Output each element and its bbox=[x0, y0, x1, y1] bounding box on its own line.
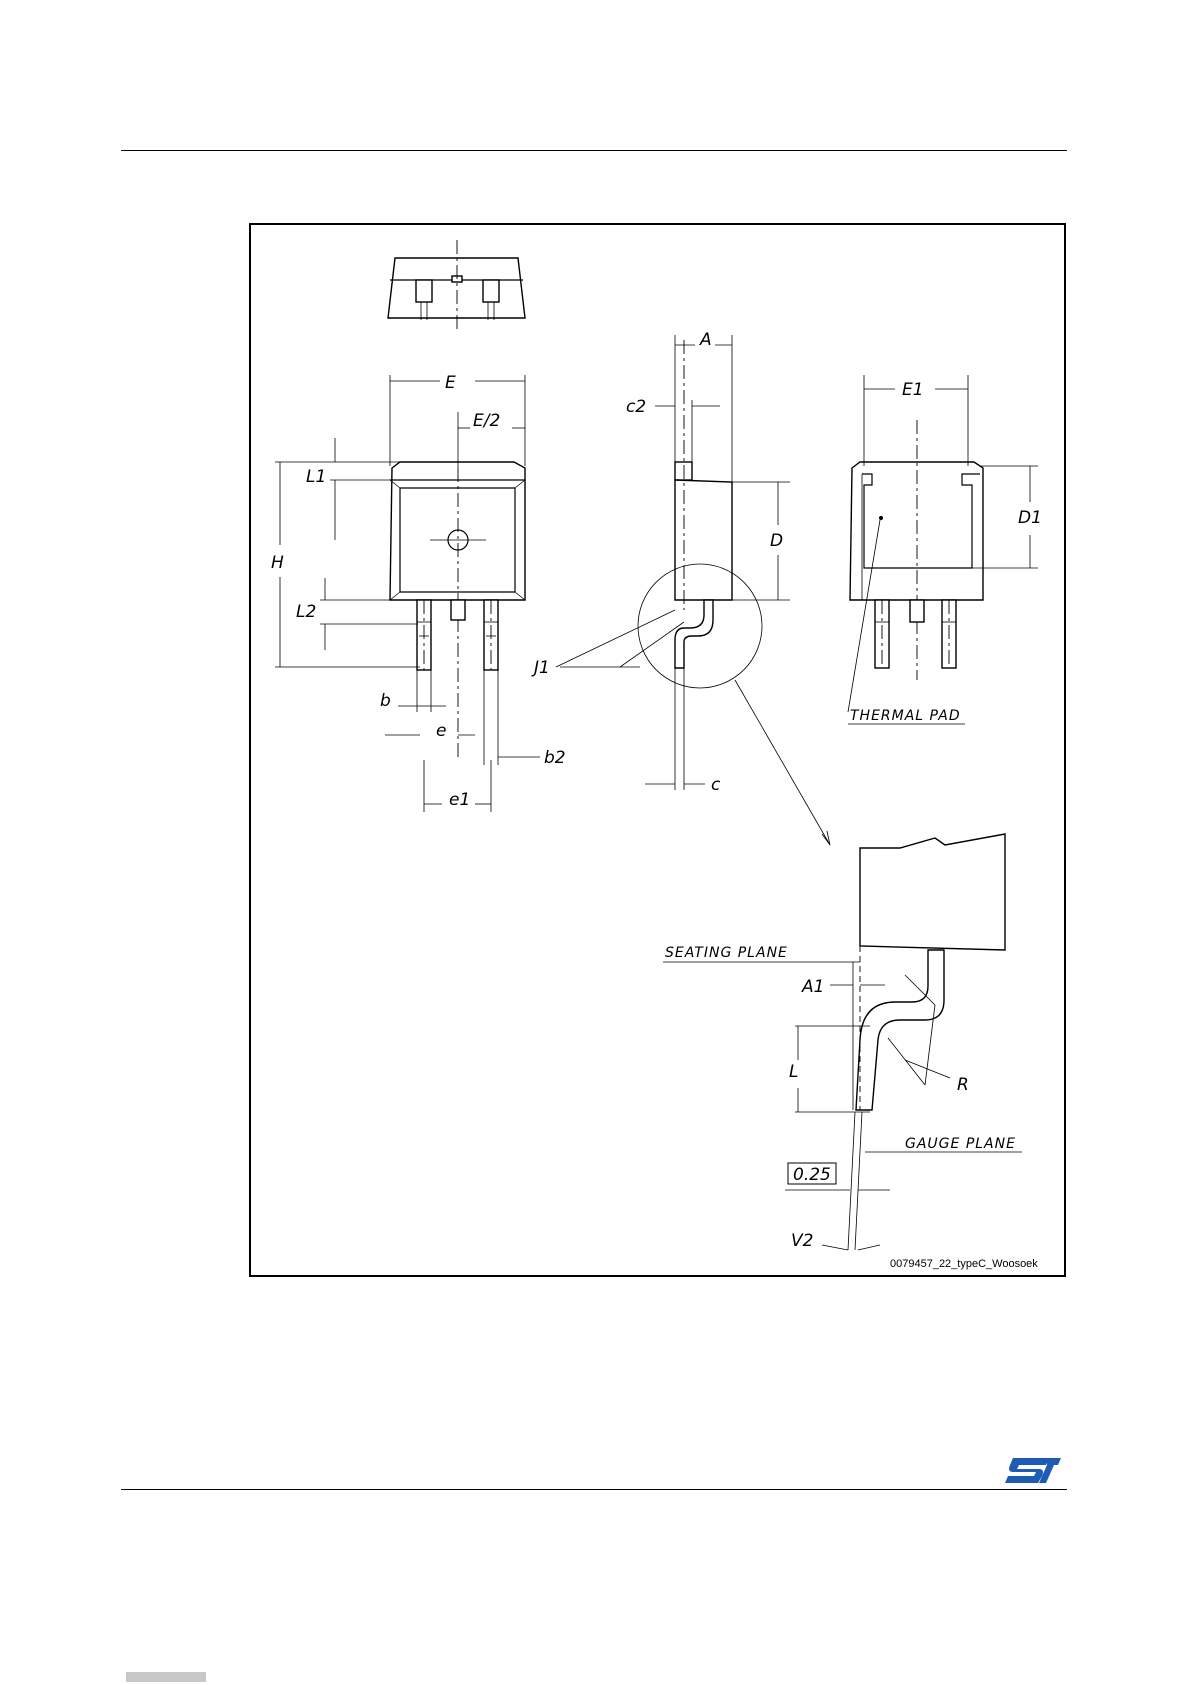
dim-label-e1: e1 bbox=[449, 790, 470, 810]
drawing-code: 0079457_22_typeC_Woosoek bbox=[890, 1258, 1038, 1270]
dim-label-v2: V2 bbox=[791, 1231, 813, 1251]
package-side-view bbox=[556, 335, 830, 845]
footer-scrollbar[interactable] bbox=[126, 1672, 206, 1682]
dim-label-c: c bbox=[711, 775, 721, 795]
dim-label-h: H bbox=[271, 553, 284, 573]
thermal-pad-note: THERMAL PAD bbox=[850, 708, 961, 724]
dim-label-e: E bbox=[445, 373, 456, 393]
seating-plane-note: SEATING PLANE bbox=[665, 945, 788, 961]
dim-label-a1: A1 bbox=[801, 977, 824, 997]
dim-label-l: L bbox=[789, 1062, 798, 1082]
dim-label-b: b bbox=[380, 691, 391, 711]
dim-label-b2: b2 bbox=[544, 748, 566, 768]
lead-detail-view bbox=[663, 834, 1022, 1250]
st-logo-icon bbox=[1005, 1458, 1061, 1483]
package-top-view bbox=[388, 240, 525, 330]
dim-label-e-half: E/2 bbox=[473, 411, 500, 431]
dim-label-d1: D1 bbox=[1018, 508, 1042, 528]
dim-label-l2: L2 bbox=[296, 602, 316, 622]
dim-label-j1: J1 bbox=[531, 658, 550, 678]
dim-label-d: D bbox=[770, 531, 783, 551]
gauge-value-box: 0.25 bbox=[793, 1165, 831, 1185]
gauge-plane-note: GAUGE PLANE bbox=[905, 1136, 1016, 1152]
dim-label-a: A bbox=[699, 330, 712, 350]
dim-label-r: R bbox=[957, 1075, 969, 1095]
package-front-view bbox=[275, 375, 540, 812]
drawing-frame bbox=[250, 224, 1065, 1276]
dim-label-l1: L1 bbox=[306, 467, 326, 487]
package-bottom-view bbox=[848, 375, 1038, 724]
dim-label-e-pitch: e bbox=[436, 721, 446, 741]
dim-label-e1-pad: E1 bbox=[902, 380, 924, 400]
dim-label-c2: c2 bbox=[626, 397, 646, 417]
